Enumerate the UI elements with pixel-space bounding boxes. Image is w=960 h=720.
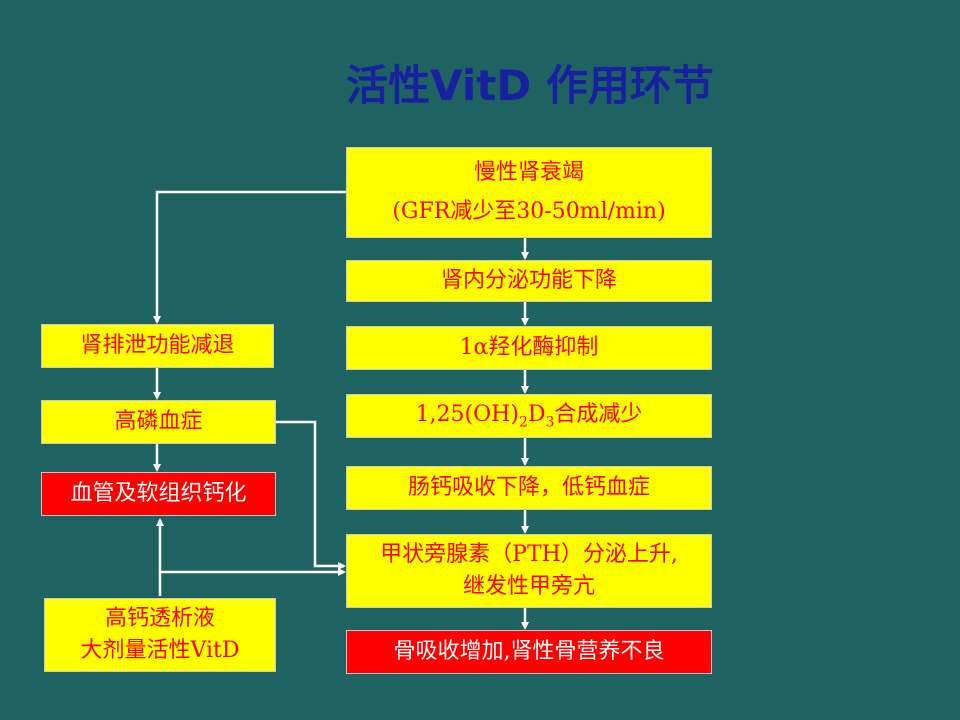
enzyme-box: 1α羟化酶抑制 [346, 326, 712, 370]
page-title: 活性VitD 作用环节 [346, 61, 714, 110]
secretion-box: 肾内分泌功能下降 [346, 260, 712, 302]
calcification-label: 血管及软组织钙化 [70, 481, 247, 507]
phosphate-box: 高磷血症 [41, 400, 276, 444]
synth-label: 1,25(OH)2D3合成减少 [416, 400, 643, 432]
excretion-label: 肾排泄功能减退 [80, 333, 235, 359]
synth-mid: D [527, 401, 546, 427]
excretion-box: 肾排泄功能减退 [41, 324, 274, 368]
bone-box: 骨吸收增加,肾性骨营养不良 [346, 630, 712, 674]
arrow-phosphate-to-pth [276, 420, 346, 570]
synth-suffix: 合成减少 [554, 401, 643, 427]
arrow-crf-to-excretion [153, 190, 346, 324]
synth-box: 1,25(OH)2D3合成减少 [346, 394, 712, 438]
phosphate-label: 高磷血症 [114, 409, 203, 435]
dialysis-line1: 高钙透析液 [104, 606, 215, 632]
pth-box: 甲状旁腺素（PTH）分泌上升, 继发性甲旁亢 [346, 534, 712, 608]
secretion-label: 肾内分泌功能下降 [440, 268, 617, 294]
crf-title: 慢性肾衰竭 [473, 160, 584, 185]
crf-box: 慢性肾衰竭 (GFR减少至30-50ml/min) [346, 147, 712, 238]
dialysis-box: 高钙透析液 大剂量活性VitD [44, 598, 276, 672]
synth-sub2: 3 [545, 414, 555, 431]
calcium-label: 肠钙吸收下降，低钙血症 [407, 475, 650, 501]
synth-prefix: 1,25(OH) [415, 401, 519, 427]
pth-line1: 甲状旁腺素（PTH）分泌上升, [380, 542, 678, 568]
bone-label: 骨吸收增加,肾性骨营养不良 [393, 639, 665, 665]
pth-line2: 继发性甲旁亢 [462, 574, 595, 599]
calcium-box: 肠钙吸收下降，低钙血症 [346, 466, 712, 510]
crf-subtitle: (GFR减少至30-50ml/min) [392, 198, 666, 224]
calcification-box: 血管及软组织钙化 [41, 472, 276, 516]
synth-sub1: 2 [518, 414, 528, 431]
enzyme-label: 1α羟化酶抑制 [459, 335, 599, 361]
dialysis-line2: 大剂量活性VitD [80, 638, 240, 663]
